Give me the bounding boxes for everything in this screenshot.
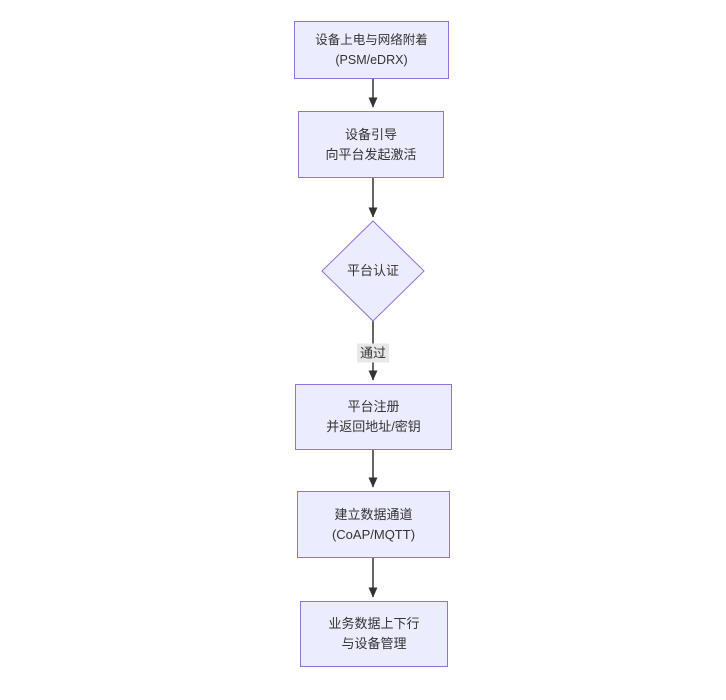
node-label-line: 与设备管理 bbox=[341, 636, 407, 651]
node-label-line: 业务数据上下行 bbox=[328, 616, 420, 631]
node-data-channel: 建立数据通道 (CoAP/MQTT) bbox=[297, 491, 450, 558]
node-label-line: 设备上电与网络附着 bbox=[315, 33, 428, 47]
node-bootstrap: 设备引导 向平台发起激活 bbox=[298, 111, 444, 178]
node-label-line: 建立数据通道 bbox=[334, 506, 413, 522]
decision-label-platform-auth: 平台认证 bbox=[346, 263, 399, 278]
node-register: 平台注册 并返回地址/密钥 bbox=[295, 384, 452, 450]
node-label-line: 平台注册 bbox=[347, 399, 400, 414]
node-label-line: (PSM/eDRX) bbox=[335, 53, 408, 67]
decision-node-platform-auth bbox=[321, 220, 425, 322]
node-label-line: 并返回地址/密钥 bbox=[326, 419, 421, 434]
node-business-data: 业务数据上下行 与设备管理 bbox=[300, 601, 448, 667]
node-label-line: 设备引导 bbox=[344, 126, 397, 142]
node-label-line: (CoAP/MQTT) bbox=[331, 526, 416, 542]
node-power-attach: 设备上电与网络附着 (PSM/eDRX) bbox=[294, 21, 449, 79]
edge-label-pass: 通过 bbox=[356, 343, 390, 363]
node-label-line: 向平台发起激活 bbox=[325, 146, 417, 162]
